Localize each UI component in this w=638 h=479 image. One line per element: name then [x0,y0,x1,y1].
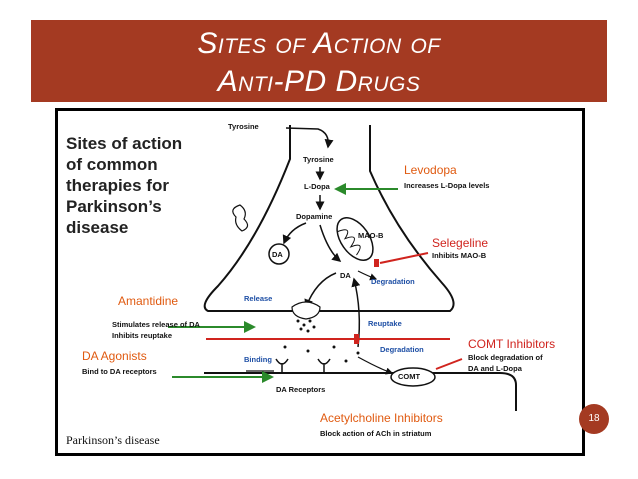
label-da-vesicle: DA [272,250,283,259]
amantidine-block-mark [354,334,359,344]
heading-line: Sites of action [66,133,182,154]
drug-ach-inhibitors: Acetylcholine Inhibitors [320,411,443,425]
drug-amantidine-desc2: Inhibits reuptake [112,331,172,340]
heading-line: disease [66,217,182,238]
figure-caption: Parkinson’s disease [66,433,160,448]
slide-title-line1: Sites of Action of [31,26,607,62]
label-ldopa: L-Dopa [304,182,330,191]
heading-line: therapies for [66,175,182,196]
label-reuptake: Reuptake [368,319,402,328]
vesicle-fusing [233,205,248,231]
label-degradation-comt: Degradation [380,345,424,354]
drug-comt-inhibitors-desc1: Block degradation of [468,353,543,362]
selegeline-block-mark [374,259,379,267]
figure-heading: Sites of action of common therapies for … [66,133,182,238]
label-binding: Binding [244,355,272,364]
heading-line: Parkinson’s [66,196,182,217]
drug-selegeline: Selegeline [432,236,488,250]
release-vesicle [292,302,320,319]
label-release: Release [244,294,272,303]
title-banner: Sites of Action of Anti-PD Drugs [31,20,607,102]
drug-amantidine: Amantidine [118,294,178,308]
arrow-comt-degradation [358,357,392,373]
arrow-tyrosine-in [286,128,328,147]
drug-da-agonists: DA Agonists [82,349,147,363]
label-tyrosine: Tyrosine [303,155,334,164]
drug-levodopa: Levodopa [404,163,457,177]
heading-line: of common [66,154,182,175]
drug-amantidine-desc1: Stimulates release of DA [112,320,200,329]
label-maob: MAO-B [358,231,383,240]
da-receptor-icons [276,359,330,373]
pathway-figure: Sites of action of common therapies for … [55,108,585,456]
page-number-badge: 18 [579,404,609,434]
arrow-dopamine-da [284,223,306,243]
label-comt: COMT [398,372,420,381]
label-dopamine: Dopamine [296,212,332,221]
drug-ach-inhibitors-desc: Block action of ACh in striatum [320,429,431,438]
postsynaptic-membrane [204,373,516,411]
slide-title-line2: Anti-PD Drugs [31,64,607,100]
drug-comt-inhibitors-desc2: DA and L-Dopa [468,364,522,373]
label-tyrosine-in: Tyrosine [228,122,259,131]
drug-da-agonists-desc: Bind to DA receptors [82,367,157,376]
label-degradation-mao: Degradation [371,277,415,286]
comt-inhibit-line [436,359,462,369]
drug-comt-inhibitors: COMT Inhibitors [468,337,555,351]
drug-selegeline-desc: Inhibits MAO-B [432,251,486,260]
drug-levodopa-desc: Increases L-Dopa levels [404,181,489,190]
label-da-receptors: DA Receptors [276,385,325,394]
dopamine-dots [284,320,360,363]
label-da: DA [340,271,351,280]
